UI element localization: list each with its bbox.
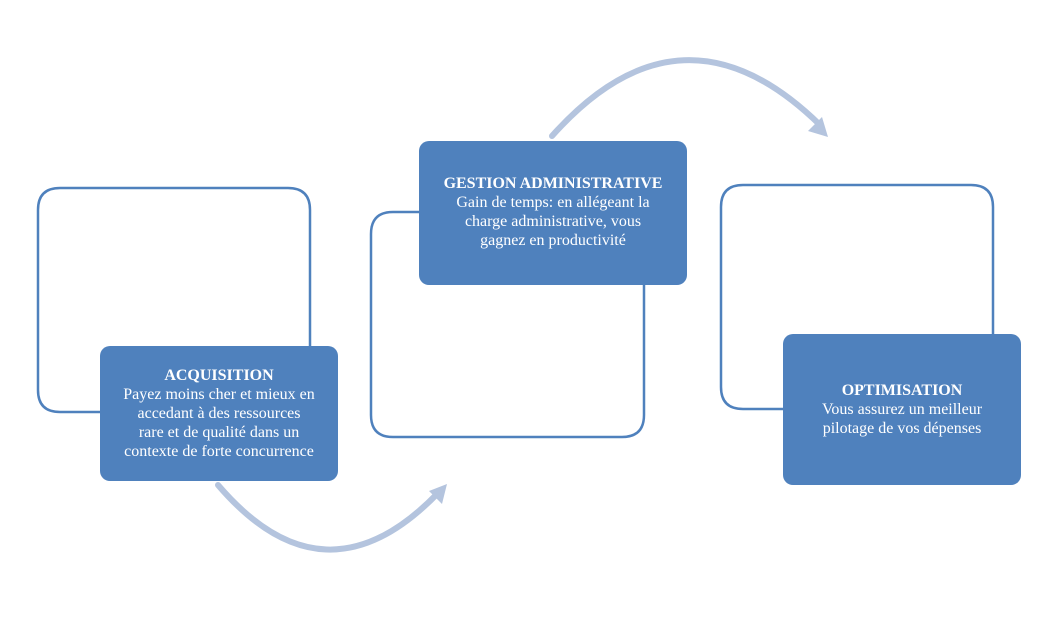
step-title: OPTIMISATION (841, 382, 963, 399)
step-card-gestion-administrative: GESTION ADMINISTRATIVE Gain de temps: en… (419, 141, 687, 285)
curved-arrow-icon (215, 482, 447, 553)
step-card-acquisition: ACQUISITION Payez moins cher et mieux en… (100, 346, 338, 481)
step-title: GESTION ADMINISTRATIVE (443, 175, 663, 192)
optimisation-outline-frame (719, 183, 995, 411)
step-description: Payez moins cher et mieux en accedant à … (123, 386, 315, 460)
step-title: ACQUISITION (164, 367, 274, 384)
acquisition-outline-frame (36, 186, 312, 414)
curved-arrow-icon (549, 57, 828, 139)
gestion-outline-frame (369, 210, 646, 439)
step-card-optimisation: OPTIMISATION Vous assurez un meilleur pi… (783, 334, 1021, 485)
step-description: Gain de temps: en allégeant la charge ad… (456, 194, 650, 249)
step-description: Vous assurez un meilleur pilotage de vos… (821, 401, 983, 437)
